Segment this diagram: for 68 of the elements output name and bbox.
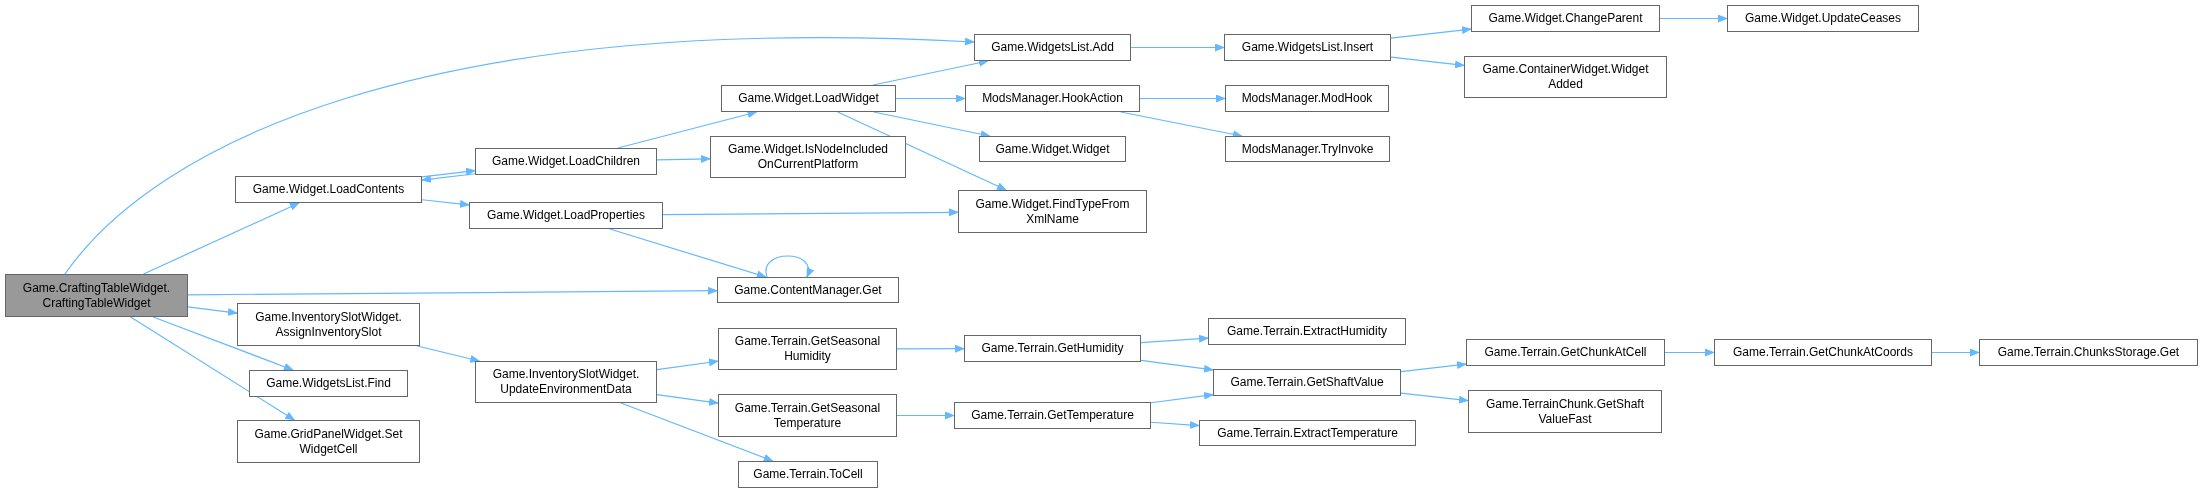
function-box: Game.Terrain.GetChunkAtCoords	[1714, 339, 1932, 366]
function-box: Game.Widget.LoadChildren	[475, 148, 657, 175]
call-arrow	[1931, 348, 1980, 357]
call-arrow	[1150, 420, 1200, 429]
call-arrow	[620, 402, 774, 462]
function-box: Game.Terrain.ExtractHumidity	[1208, 318, 1406, 345]
call-arrow	[837, 111, 1007, 191]
function-box: Game.Widget.LoadWidget	[721, 85, 896, 112]
function-box: Game.WidgetsList.Insert	[1224, 34, 1391, 61]
call-arrow	[662, 208, 959, 217]
function-box: Game.Terrain.GetSeasonal Humidity	[718, 328, 897, 370]
function-box: Game.ContainerWidget.Widget Added	[1464, 56, 1667, 98]
function-box: Game.Terrain.GetSeasonal Temperature	[718, 394, 897, 437]
function-box: ModsManager.ModHook	[1225, 85, 1389, 112]
call-arrow	[421, 199, 470, 208]
call-arrow	[64, 37, 975, 275]
function-box: Game.Terrain.ToCell	[738, 461, 878, 488]
call-arrow	[187, 286, 718, 296]
call-arrow	[656, 358, 719, 371]
call-arrow	[130, 316, 296, 421]
call-arrow	[656, 155, 711, 163]
call-arrow	[421, 167, 476, 178]
function-box: Game.Widget.LoadProperties	[469, 202, 663, 229]
call-arrow	[416, 345, 481, 363]
function-box: Game.WidgetsList.Add	[974, 34, 1131, 61]
function-box: Game.InventorySlotWidget. AssignInventorySlot	[237, 303, 420, 346]
call-arrow	[896, 411, 955, 420]
call-arrow	[896, 344, 965, 353]
function-box: Game.Widget.Widget	[979, 136, 1126, 162]
function-box: Game.Terrain.GetShaftValue	[1213, 369, 1401, 396]
function-box: ModsManager.HookAction	[965, 85, 1140, 112]
call-arrow	[421, 173, 476, 183]
call-arrow	[1390, 26, 1472, 39]
function-box: Game.Widget.LoadContents	[235, 176, 422, 203]
function-box: Game.Widget.ChangeParent	[1471, 5, 1660, 32]
call-arrow	[1664, 348, 1715, 357]
highlighted-function-box: Game.CraftingTableWidget. CraftingTableWidget	[5, 274, 188, 317]
call-arrow	[1659, 14, 1728, 23]
call-arrow	[152, 316, 294, 371]
call-arrow	[895, 94, 966, 103]
call-arrow	[1140, 334, 1209, 344]
function-box: Game.Terrain.GetTemperature	[954, 402, 1151, 429]
function-box: Game.GridPanelWidget.Set WidgetCell	[237, 420, 420, 463]
call-arrow	[617, 110, 758, 149]
function-box: Game.Widget.UpdateCeases	[1727, 5, 1919, 32]
call-arrow	[187, 306, 238, 316]
function-box: ModsManager.TryInvoke	[1225, 136, 1390, 162]
function-box: Game.Terrain.ExtractTemperature	[1199, 420, 1416, 446]
call-arrow	[1140, 359, 1214, 373]
function-box: Game.Terrain.GetHumidity	[964, 335, 1141, 362]
function-box: Game.Widget.IsNodeIncluded OnCurrentPlatform	[710, 136, 906, 178]
function-box: Game.ContentManager.Get	[717, 277, 899, 303]
function-box: Game.InventorySlotWidget. UpdateEnvironmentData	[475, 361, 657, 403]
function-box: Game.TerrainChunk.GetShaft ValueFast	[1468, 390, 1662, 433]
call-arrow	[1130, 43, 1225, 52]
call-arrow	[1400, 392, 1469, 404]
function-box: Game.Widget.FindTypeFrom XmlName	[958, 190, 1147, 233]
function-box: Game.WidgetsList.Find	[249, 370, 408, 397]
call-arrow	[142, 202, 300, 275]
call-arrow	[1390, 56, 1465, 69]
call-arrow	[609, 228, 767, 279]
call-arrow	[1400, 361, 1467, 373]
call-arrow	[1150, 391, 1214, 404]
call-arrow	[1139, 94, 1226, 103]
call-arrow	[656, 394, 719, 406]
call-arrow	[765, 255, 813, 278]
function-box: Game.Terrain.ChunksStorage.Get	[1979, 339, 2198, 366]
function-box: Game.Terrain.GetChunkAtCell	[1466, 339, 1665, 366]
